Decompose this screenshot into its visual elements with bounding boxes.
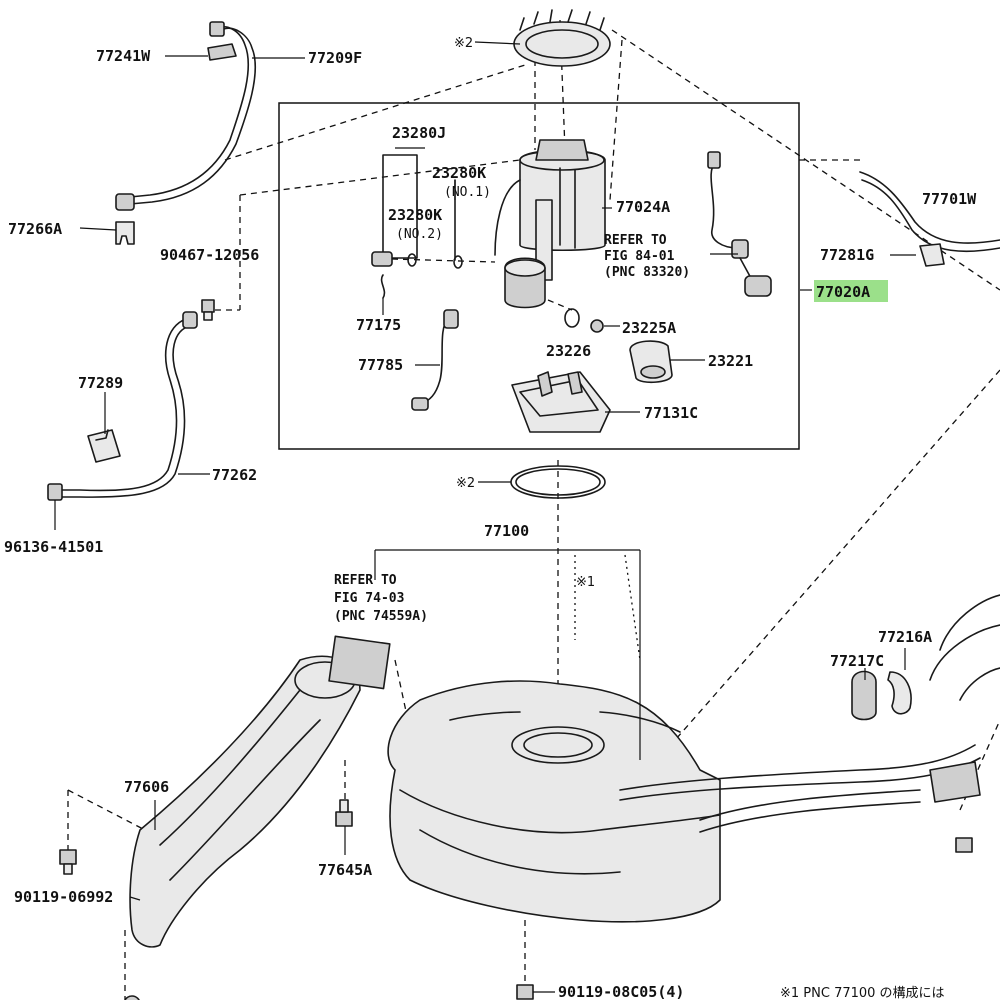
clamp-77289 xyxy=(87,429,121,463)
ref-fig84-line2: FIG 84-01 xyxy=(604,249,675,264)
label-23280k-no2: 23280K xyxy=(388,206,442,224)
label-77100: 77100 xyxy=(484,522,529,540)
label-90119-08c05: 90119-08C05(4) xyxy=(558,983,684,1000)
label-77131c: 77131C xyxy=(644,404,698,422)
label-23280k-no1-sub: (NO.1) xyxy=(444,185,491,200)
mark-2-gasket: ※2 xyxy=(456,476,475,491)
mark-2-top: ※2 xyxy=(454,36,473,51)
footnote-1: ※1 PNC 77100 の構成には xyxy=(780,986,945,1000)
pump-assembly-frame xyxy=(278,102,800,450)
clip-77266a xyxy=(115,221,135,245)
leader-bolt-90119-b xyxy=(67,789,146,831)
label-23280k-no2-sub: (NO.2) xyxy=(396,227,443,242)
bolt-90467 xyxy=(201,299,215,321)
label-77645a: 77645A xyxy=(318,861,372,879)
fuel-filter-parts xyxy=(547,299,673,384)
clamp-77217c xyxy=(851,670,877,721)
hose-77701w xyxy=(859,171,1000,253)
label-77281g: 77281G xyxy=(820,246,874,264)
fuel-tank-77100 xyxy=(387,680,721,923)
leader-note1-b xyxy=(624,554,641,661)
pump-module-77024a xyxy=(494,139,606,309)
filler-pipe xyxy=(619,594,1000,833)
bolt-right xyxy=(955,837,973,853)
label-77701w: 77701W xyxy=(922,190,977,208)
ref-fig84-line3: (PNC 83320) xyxy=(604,265,690,280)
leader-hose-to-frame xyxy=(224,64,526,161)
ref-fig84-line1: REFER TO xyxy=(604,233,667,248)
label-77024a: 77024A xyxy=(616,198,670,216)
leader-tank-to-filler xyxy=(639,369,1000,781)
insulator-pad xyxy=(328,635,391,690)
hose-77262 xyxy=(59,311,198,498)
leader-bracket-to-frame xyxy=(239,159,521,196)
label-77209f: 77209F xyxy=(308,49,362,67)
label-23225a: 23225A xyxy=(622,319,676,337)
clamp-77216a xyxy=(887,671,912,715)
wire-harness-77785 xyxy=(411,309,459,411)
retainer-ring xyxy=(513,9,611,67)
highlight-77020a xyxy=(814,280,888,302)
label-23221: 23221 xyxy=(708,352,753,370)
label-77241w: 77241W xyxy=(96,47,151,65)
bolt-96136 xyxy=(47,483,63,530)
ref-fig74-line3: (PNC 74559A) xyxy=(334,609,428,624)
label-23280k-no1: 23280K xyxy=(432,164,486,182)
bolt-90119-08c05 xyxy=(516,984,534,1000)
ref-fig74-line2: FIG 74-03 xyxy=(334,591,404,606)
label-77262: 77262 xyxy=(212,466,257,484)
label-77289: 77289 xyxy=(78,374,123,392)
label-23280j: 23280J xyxy=(392,124,446,142)
label-90119-06992: 90119-06992 xyxy=(14,888,113,906)
label-77606: 77606 xyxy=(124,778,169,796)
label-77020a: 77020A xyxy=(816,283,870,301)
bolt-90182-06007 xyxy=(124,995,140,1000)
label-77175: 77175 xyxy=(356,316,401,334)
label-90467-12056: 90467-12056 xyxy=(160,246,259,264)
filter-case-77131c xyxy=(511,371,611,433)
ref-fig74-line1: REFER TO xyxy=(334,573,397,588)
label-23226: 23226 xyxy=(546,342,591,360)
protector-77606 xyxy=(129,655,361,948)
clip-77281g xyxy=(919,243,945,267)
label-77216a: 77216A xyxy=(878,628,932,646)
label-77217c: 77217C xyxy=(830,652,884,670)
label-96136-41501: 96136-41501 xyxy=(4,538,103,556)
mark-1: ※1 xyxy=(576,575,595,590)
label-77785: 77785 xyxy=(358,356,403,374)
fuel-sender-gauge xyxy=(707,151,772,297)
bolt-90119-06992 xyxy=(59,849,77,875)
bolt-77645a xyxy=(335,799,353,827)
label-77266a: 77266A xyxy=(8,220,62,238)
hose-77209f xyxy=(115,21,256,211)
leader-ring-to-flange xyxy=(609,39,623,201)
